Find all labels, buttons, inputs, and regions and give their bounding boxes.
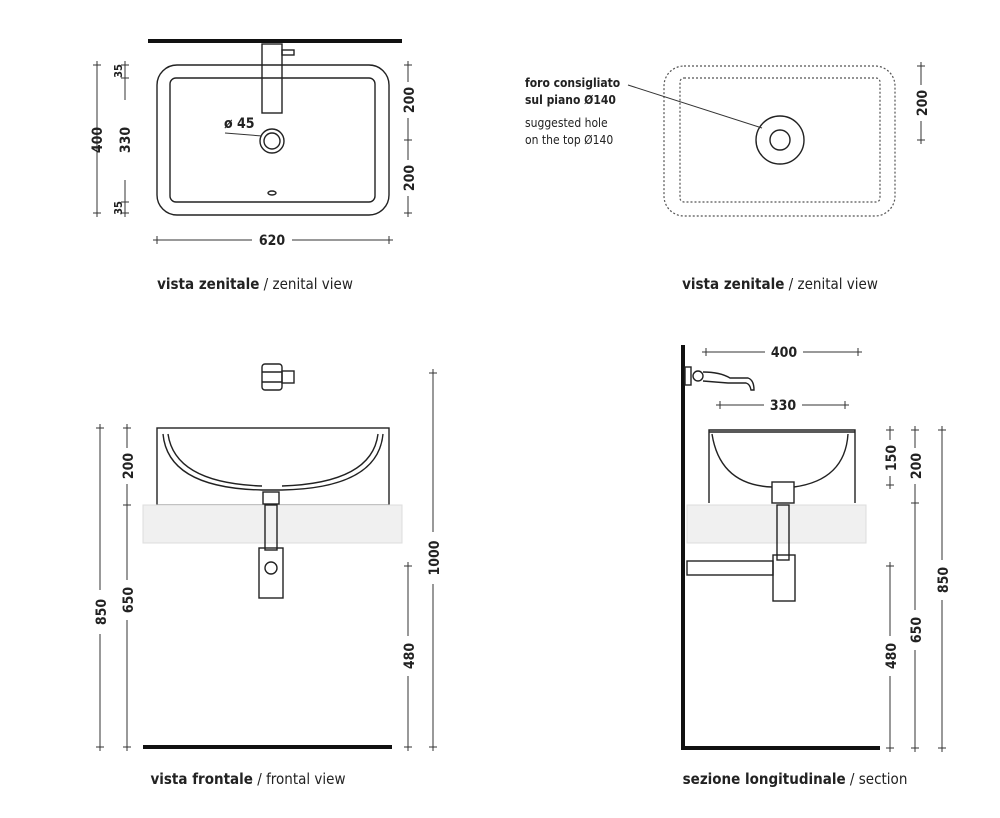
dim-rim-bottom: 35	[112, 201, 125, 215]
dim-inner-depth: 330	[118, 127, 134, 154]
note-line-2: sul piano Ø140	[525, 93, 616, 107]
cutout-outline	[663, 65, 896, 217]
drain-icon	[263, 132, 281, 150]
dim-counter-height: 650	[909, 617, 925, 644]
dim-cutout-half: 200	[915, 90, 931, 117]
caption-bottom-right: sezione longitudinale / section	[683, 770, 908, 788]
note-line-4: on the top Ø140	[525, 133, 613, 147]
caption-top-right: vista zenitale / zenital view	[682, 275, 878, 293]
dim-total-height: 850	[936, 567, 952, 594]
dim-inner: 330	[770, 398, 797, 414]
dim-right-bottom: 200	[402, 165, 418, 192]
dim-trap-height: 480	[884, 643, 900, 670]
basin-inner	[169, 77, 376, 203]
bottle-trap	[258, 547, 284, 599]
dim-total-height: 850	[94, 599, 110, 626]
overflow-icon	[267, 190, 277, 196]
bowl-section	[711, 433, 849, 488]
dim-right-top: 200	[402, 87, 418, 114]
dim-rim-top: 35	[112, 64, 125, 78]
top-view-basin: ø 45 400 330 35 35 200 200 620 vista zen…	[90, 39, 418, 293]
basin-front	[156, 427, 390, 506]
basin-outline	[156, 64, 390, 216]
dim-depth: 400	[771, 345, 798, 361]
hole-icon	[769, 129, 791, 151]
basin-section	[708, 429, 856, 503]
waste-pipe	[686, 560, 774, 576]
drain-fitting	[771, 481, 795, 504]
hole-outer	[755, 115, 805, 165]
drain-pipe	[776, 504, 790, 561]
bottle-trap	[772, 554, 796, 602]
caption-bottom-left: vista frontale / frontal view	[150, 770, 345, 788]
dim-faucet-height: 1000	[427, 540, 443, 575]
note-line-1: foro consigliato	[525, 76, 620, 90]
faucet-lever	[281, 49, 295, 56]
dim-basin-height: 200	[121, 453, 137, 480]
dim-counter-height: 650	[121, 587, 137, 614]
bowl-curve	[162, 433, 384, 491]
drain-pipe	[264, 504, 278, 551]
dim-total-depth: 400	[90, 127, 106, 154]
dim-trap-height: 480	[402, 643, 418, 670]
front-view: 850 200 650 480 1000 vista frontale / fr…	[92, 363, 443, 788]
note-line-3: suggested hole	[525, 116, 608, 130]
dim-bowl: 150	[884, 445, 900, 472]
dim-basin-height: 200	[909, 453, 925, 480]
section-view: 400 330 150 200 650 480 850 sezione long…	[681, 343, 952, 788]
drain-outer	[259, 128, 285, 154]
dim-width: 620	[259, 233, 286, 249]
cutout-inner	[679, 77, 881, 203]
countertop	[142, 504, 403, 544]
faucet	[261, 43, 283, 114]
wall-spout-icon	[684, 366, 755, 391]
drain-diameter-label: ø 45	[224, 116, 255, 132]
caption-top-left: vista zenitale / zenital view	[157, 275, 353, 293]
wall-valve-icon	[261, 363, 295, 391]
top-view-cutout: foro consigliato sul piano Ø140 suggeste…	[525, 62, 931, 293]
